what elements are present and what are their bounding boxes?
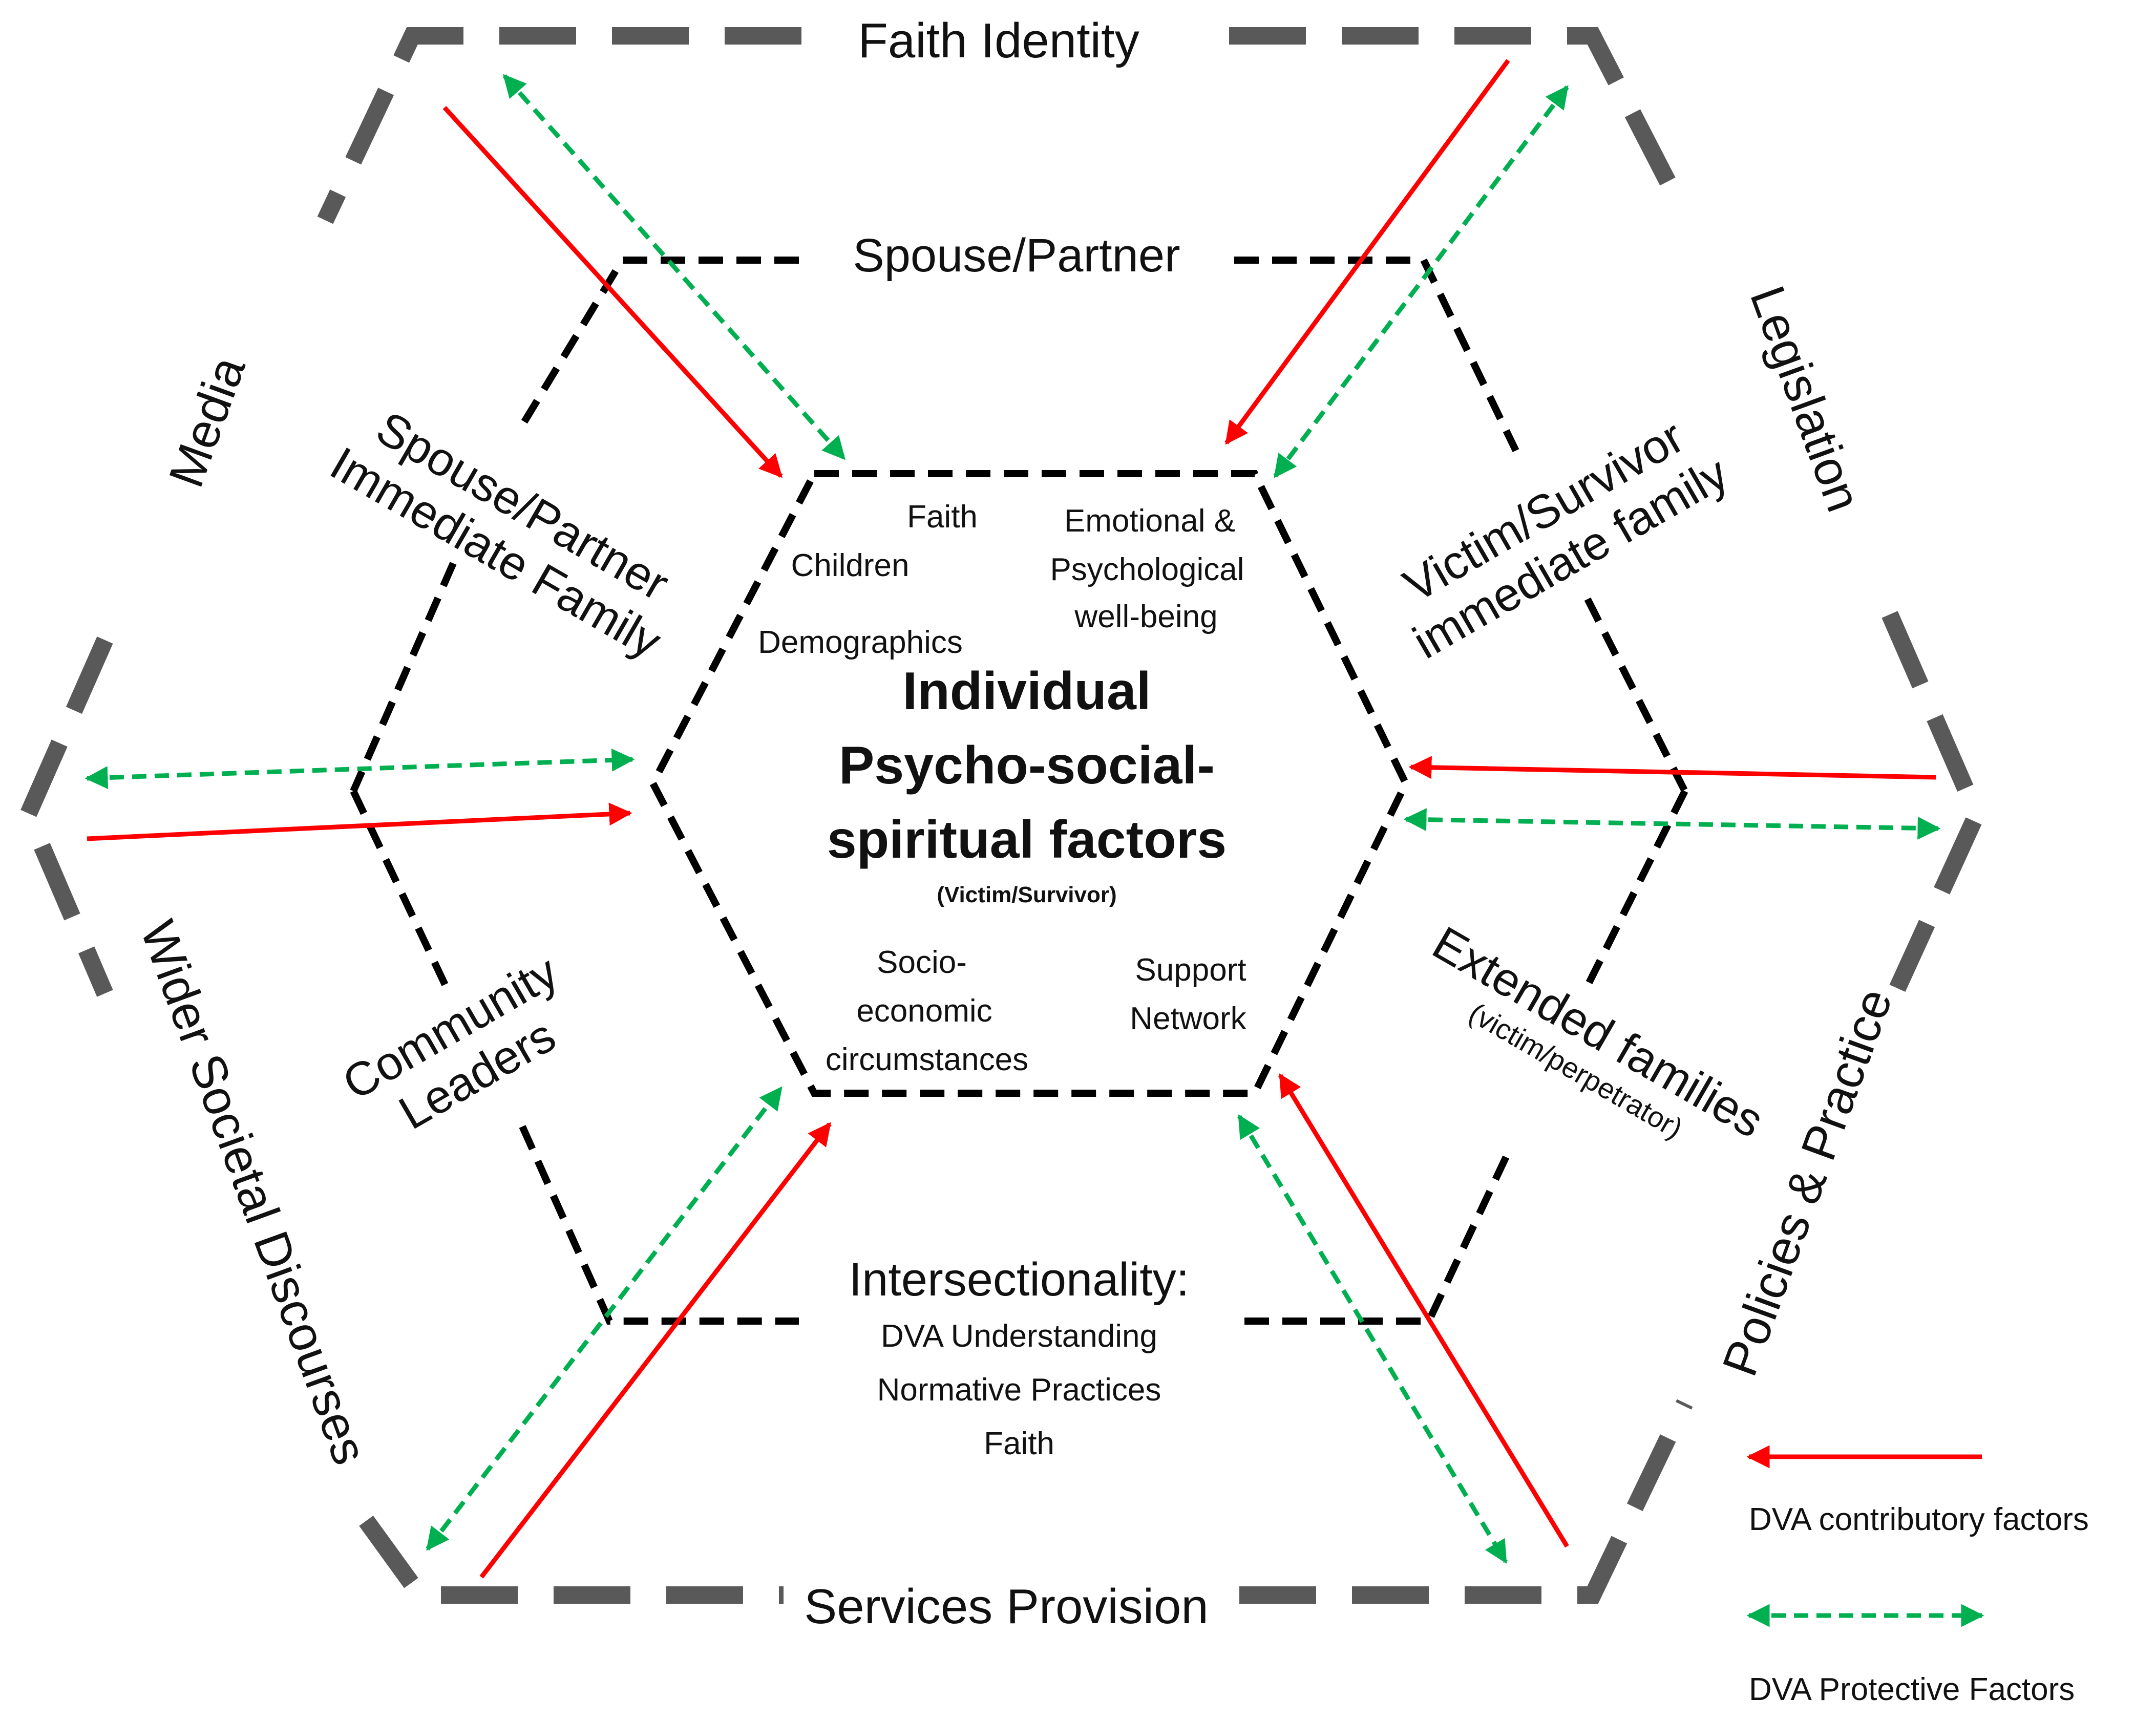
label-emotional-line3: well-being bbox=[1074, 599, 1217, 634]
label-socio-line3: circumstances bbox=[826, 1042, 1028, 1077]
legend-contributory-label: DVA contributory factors bbox=[1749, 1502, 2089, 1537]
label-media: Media bbox=[158, 349, 256, 494]
contributory-arrow-bottom-left bbox=[479, 1122, 832, 1579]
label-spouse-partner: Spouse/Partner bbox=[853, 229, 1180, 282]
label-normative-practices: Normative Practices bbox=[877, 1372, 1161, 1408]
protective-arrow-bottom-right bbox=[1237, 1114, 1508, 1564]
label-policies-practice: Policies & Practice bbox=[1712, 982, 1903, 1383]
contributory-arrow-bottom-right bbox=[1278, 1073, 1569, 1548]
middle-edge-left-bottom bbox=[519, 1125, 799, 1325]
center-subtitle: (Victim/Survivor) bbox=[937, 882, 1116, 907]
label-wider-societal-discourses: Wider Societal Discourses bbox=[130, 913, 378, 1471]
contributory-arrow-right bbox=[1408, 756, 1936, 780]
protective-arrow-bottom-left bbox=[426, 1086, 783, 1551]
label-faith-identity: Faith Identity bbox=[858, 13, 1139, 68]
label-services-provision: Services Provision bbox=[804, 1579, 1209, 1634]
outer-edge-bottom-right bbox=[1239, 1399, 1693, 1604]
middle-edge-left-upper bbox=[350, 562, 457, 793]
protective-arrows bbox=[84, 74, 1941, 1564]
center-title: Individual Psycho-social- spiritual fact… bbox=[827, 662, 1227, 907]
contributory-arrow-top-right bbox=[1224, 59, 1510, 445]
label-socio-line1: Socio- bbox=[877, 945, 967, 980]
outer-edge-left bbox=[18, 636, 113, 997]
label-emotional-line1: Emotional & bbox=[1064, 503, 1235, 539]
legend-protective-label: DVA Protective Factors bbox=[1749, 1672, 2075, 1707]
label-community-leaders: Community Leaders bbox=[334, 946, 567, 1140]
protective-arrow-top-left bbox=[502, 74, 846, 460]
contributory-arrow-top-left bbox=[442, 105, 783, 478]
label-emotional-line2: Psychological bbox=[1050, 552, 1244, 587]
outer-edge-top-left bbox=[317, 27, 801, 224]
label-support-line1: Support bbox=[1135, 952, 1246, 988]
label-demographics: Demographics bbox=[758, 625, 963, 660]
label-spouse-partner-family: Spouse/Partner Immediate Family bbox=[322, 402, 678, 669]
label-socio-line2: economic bbox=[856, 993, 992, 1029]
protective-arrow-right bbox=[1403, 808, 1941, 840]
label-faith: Faith bbox=[907, 499, 978, 535]
label-support-line2: Network bbox=[1130, 1001, 1246, 1036]
outer-edge-top-right bbox=[1229, 27, 1688, 209]
middle-edge-right-upper bbox=[1584, 597, 1688, 793]
outer-hexagon bbox=[18, 27, 1986, 1604]
outer-edge-right bbox=[1882, 611, 1986, 992]
protective-arrow-left bbox=[84, 748, 635, 790]
label-socio-economic: Socio- economic circumstances bbox=[826, 945, 1028, 1077]
label-support-network: Support Network bbox=[1130, 952, 1246, 1036]
legend: DVA contributory factors DVA Protective … bbox=[1746, 1445, 2089, 1707]
middle-edge-right-lower bbox=[1584, 789, 1688, 988]
contributory-arrow-left bbox=[87, 802, 632, 841]
outer-edge-bottom-left bbox=[359, 1516, 784, 1604]
label-victim-immediate-family: Victim/Survivor immediate family bbox=[1395, 410, 1737, 669]
label-faith-bottom: Faith bbox=[984, 1426, 1054, 1461]
label-children: Children bbox=[791, 548, 910, 583]
label-extended-families: Extended families (victim/perpetrator) bbox=[1424, 917, 1772, 1148]
center-title-line1: Individual bbox=[902, 662, 1151, 721]
center-title-line2: Psycho-social- bbox=[839, 736, 1215, 795]
label-intersectionality: Intersectionality: bbox=[849, 1253, 1190, 1306]
label-legislation: Legislation bbox=[1740, 279, 1872, 519]
label-dva-understanding: DVA Understanding bbox=[881, 1319, 1157, 1354]
label-emotional-wellbeing: Emotional & Psychological well-being bbox=[1050, 503, 1244, 634]
inner-hexagon bbox=[649, 470, 1410, 1097]
middle-edge-top-right bbox=[1234, 257, 1519, 453]
center-title-line3: spiritual factors bbox=[827, 810, 1227, 869]
label-extended-families-line1: Extended families bbox=[1424, 917, 1772, 1148]
protective-arrow-top-right bbox=[1273, 85, 1569, 478]
